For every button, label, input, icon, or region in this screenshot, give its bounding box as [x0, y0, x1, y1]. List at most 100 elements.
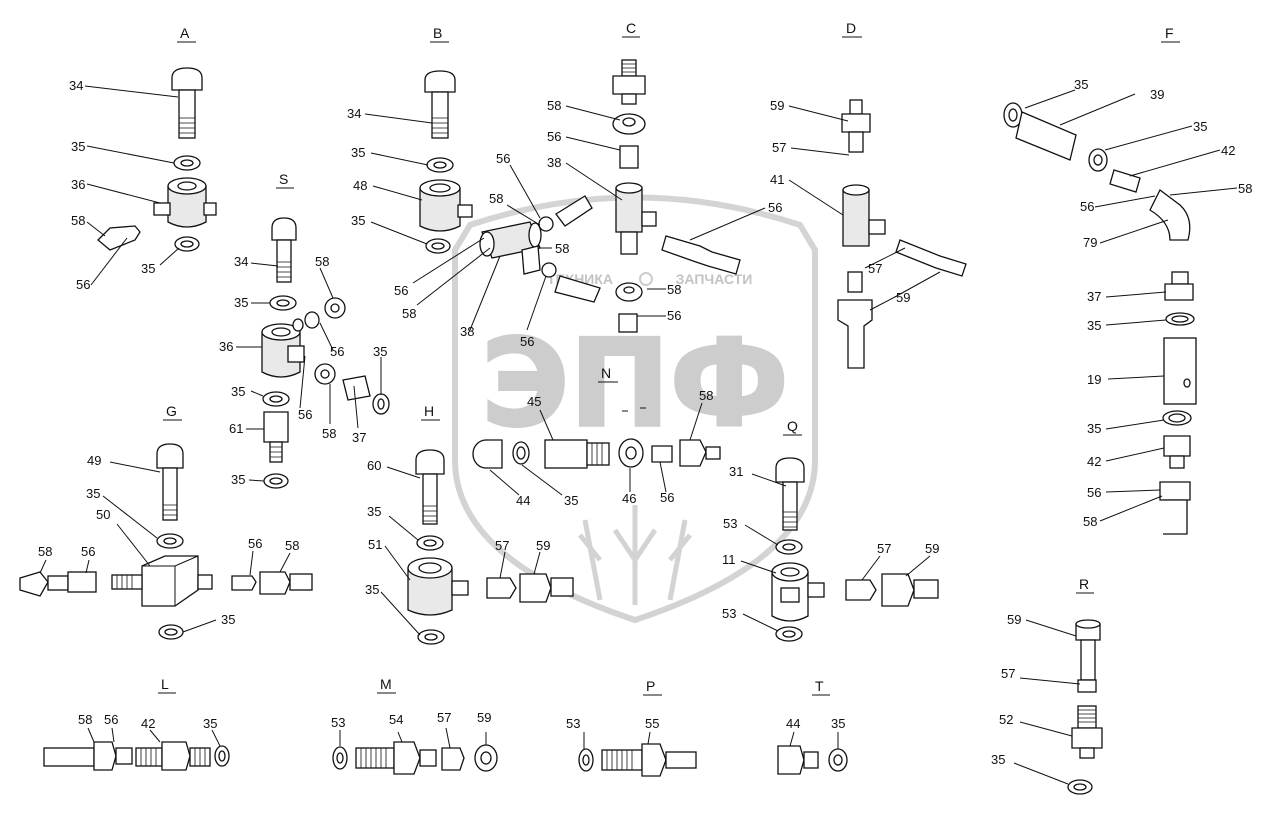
label-53: 53: [331, 715, 345, 730]
assembly-m: 53 54 57 59: [331, 710, 498, 775]
label-53: 53: [723, 516, 737, 531]
assembly-q: 31 53 11 57 59 53: [722, 457, 939, 642]
label-57: 57: [495, 538, 509, 553]
label-56: 56: [248, 536, 262, 551]
label-37: 37: [352, 430, 366, 445]
label-59: 59: [770, 98, 784, 113]
label-35: 35: [1087, 421, 1101, 436]
label-35: 35: [365, 582, 379, 597]
assembly-b: 34 35 48 35: [347, 70, 473, 254]
label-55: 55: [645, 716, 659, 731]
label-42: 42: [1221, 143, 1235, 158]
label-56: 56: [547, 129, 561, 144]
label-58: 58: [285, 538, 299, 553]
section-title-l: L: [161, 676, 169, 692]
label-35: 35: [373, 344, 387, 359]
label-56: 56: [496, 151, 510, 166]
watermark-text-right: ЗАПЧАСТИ: [676, 271, 753, 287]
assembly-h: 60 35 51 57 59 35: [365, 449, 574, 645]
label-36: 36: [219, 339, 233, 354]
label-79: 79: [1083, 235, 1097, 250]
section-title-t: T: [815, 678, 824, 694]
label-35: 35: [367, 504, 381, 519]
label-58: 58: [699, 388, 713, 403]
assembly-d: 59 57 41 57 59: [770, 98, 967, 369]
label-54: 54: [389, 712, 403, 727]
assembly-n: 45 58 44 35 46 56: [472, 388, 721, 508]
assembly-f: 35 39 35 42 58 56 79 37 35 19 35 42 56 5…: [1003, 77, 1252, 535]
watermark: ЭПФ ТЕХНИКА ЗАПЧАСТИ: [452, 194, 818, 624]
section-title-f: F: [1165, 25, 1174, 41]
label-57: 57: [877, 541, 891, 556]
label-53: 53: [722, 606, 736, 621]
label-35: 35: [351, 145, 365, 160]
label-34: 34: [234, 254, 248, 269]
label-39: 39: [1150, 87, 1164, 102]
assembly-l: 58 56 42 35: [43, 712, 230, 771]
label-38: 38: [460, 324, 474, 339]
label-35: 35: [203, 716, 217, 731]
label-53: 53: [566, 716, 580, 731]
label-35: 35: [991, 752, 1005, 767]
label-58: 58: [315, 254, 329, 269]
label-58: 58: [322, 426, 336, 441]
label-19: 19: [1087, 372, 1101, 387]
label-35: 35: [831, 716, 845, 731]
label-35: 35: [221, 612, 235, 627]
assembly-s: 34 58 35 36 56 35 35 56 58 37 61 35: [219, 217, 390, 489]
label-51: 51: [368, 537, 382, 552]
section-title-q: Q: [787, 418, 798, 434]
section-title-c: C: [626, 20, 636, 36]
label-59: 59: [1007, 612, 1021, 627]
label-45: 45: [527, 394, 541, 409]
assembly-c: 58 56 38 56 58 56: [547, 59, 782, 333]
section-title-b: B: [433, 25, 442, 41]
label-56: 56: [81, 544, 95, 559]
label-56: 56: [1080, 199, 1094, 214]
label-60: 60: [367, 458, 381, 473]
label-35: 35: [71, 139, 85, 154]
label-44: 44: [516, 493, 530, 508]
label-37: 37: [1087, 289, 1101, 304]
label-35: 35: [234, 295, 248, 310]
label-34: 34: [347, 106, 361, 121]
label-58: 58: [1083, 514, 1097, 529]
assembly-p: 53 55: [566, 716, 697, 777]
label-58: 58: [667, 282, 681, 297]
label-61: 61: [229, 421, 243, 436]
assembly-r: 59 57 52 35: [991, 612, 1103, 795]
label-42: 42: [141, 716, 155, 731]
section-title-g: G: [166, 403, 177, 419]
label-11: 11: [722, 552, 736, 567]
label-35: 35: [351, 213, 365, 228]
label-44: 44: [786, 716, 800, 731]
label-57: 57: [868, 261, 882, 276]
label-35: 35: [231, 472, 245, 487]
label-50: 50: [96, 507, 110, 522]
label-57: 57: [1001, 666, 1015, 681]
label-35: 35: [141, 261, 155, 276]
label-35: 35: [1074, 77, 1088, 92]
label-58: 58: [1238, 181, 1252, 196]
label-58: 58: [402, 306, 416, 321]
label-48: 48: [353, 178, 367, 193]
bolt-head: [171, 67, 203, 91]
nipple: [97, 225, 141, 251]
section-titles: A B C D F S N G H Q R L M P T: [158, 20, 1180, 696]
label-56: 56: [667, 308, 681, 323]
watermark-gear-icon: [639, 272, 653, 286]
label-56: 56: [76, 277, 90, 292]
assembly-g: 49 35 50 58 56 56 58 35: [19, 443, 313, 640]
label-56: 56: [104, 712, 118, 727]
label-36: 36: [71, 177, 85, 192]
assembly-bc-tee: 56 58 58 56 58 38 56: [394, 151, 601, 349]
label-56: 56: [768, 200, 782, 215]
banjo-body: [167, 185, 207, 228]
section-title-a: A: [180, 25, 190, 41]
assembly-a: 34 35 36 58 56 35: [69, 67, 217, 292]
label-35: 35: [86, 486, 100, 501]
label-58: 58: [38, 544, 52, 559]
label-56: 56: [660, 490, 674, 505]
